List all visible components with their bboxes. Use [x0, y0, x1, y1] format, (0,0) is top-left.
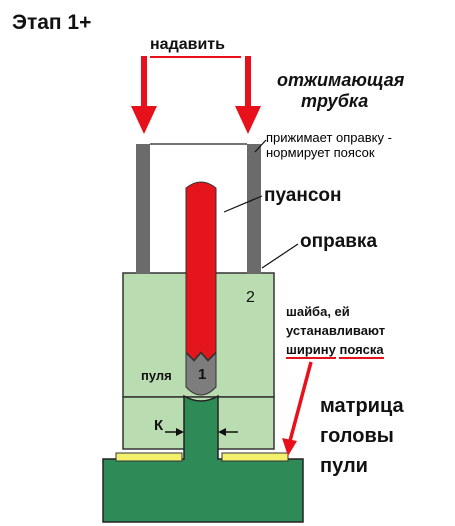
label-washer-line2: устанавливают: [286, 323, 386, 338]
label-washer-line3: ширину пояска: [286, 342, 384, 359]
leader-punch: [223, 195, 263, 213]
label-number-1: 1: [198, 366, 207, 383]
label-punch: пуансон: [264, 185, 342, 206]
press-arrow-left: [131, 56, 157, 134]
die-body: [102, 394, 304, 523]
label-washer-width: ширину: [286, 342, 336, 359]
washer-left: [115, 452, 183, 462]
punch-rod: [185, 181, 217, 361]
tube-left-wall: [136, 144, 150, 274]
stage-title: Этап 1+: [12, 11, 92, 34]
press-arrow-right: [235, 56, 261, 134]
label-bullet: пуля: [141, 368, 172, 383]
label-note-line2: нормирует поясок: [266, 145, 375, 160]
label-note-line1: прижимает оправку -: [266, 130, 392, 145]
washer-right: [221, 452, 289, 462]
leader-mandrel: [261, 243, 299, 269]
label-press: надавить: [150, 36, 225, 53]
label-k: К: [154, 417, 164, 434]
label-washer-belt: пояска: [339, 342, 384, 359]
bullet-shape: [185, 351, 217, 396]
label-washer-line1: шайба, ей: [286, 304, 350, 319]
label-tube-line2: трубка: [301, 91, 369, 111]
washer-arrow: [282, 361, 313, 456]
label-die-line1: матрица: [320, 395, 404, 417]
k-arrow-right: [218, 428, 238, 436]
k-arrow-left: [165, 428, 184, 436]
label-mandrel: оправка: [300, 231, 378, 252]
leader-tube-note: [254, 139, 267, 153]
label-number-2: 2: [246, 289, 255, 306]
label-die-line2: головы: [320, 425, 394, 447]
label-die-line3: пули: [320, 455, 368, 477]
tube-right-wall: [247, 144, 261, 274]
label-tube-line1: отжимающая: [277, 70, 405, 90]
press-underline: [150, 56, 241, 58]
